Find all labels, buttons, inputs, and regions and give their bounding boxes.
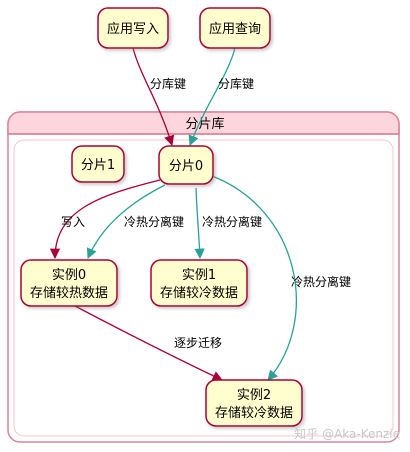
- edge-write-to-shard0: [132, 47, 175, 146]
- node-instance1: 实例1 存储较冷数据: [150, 259, 248, 307]
- svg-text:存储较冷数据: 存储较冷数据: [160, 286, 238, 301]
- svg-text:实例0: 实例0: [52, 268, 86, 283]
- svg-text:应用写入: 应用写入: [107, 21, 159, 37]
- node-app-query: 应用查询: [199, 7, 271, 49]
- svg-text:应用查询: 应用查询: [209, 21, 261, 37]
- edge-label-hot-cold-key-1: 冷热分离键: [202, 214, 262, 229]
- edges: 分库键 分库键 写入 冷热分离键 冷热分离键 冷热分离键 逐步迁移: [49, 47, 351, 381]
- edge-shard0-to-instance0-write: [49, 179, 161, 260]
- svg-text:实例2: 实例2: [237, 388, 271, 403]
- edge-label-gradual-migration: 逐步迁移: [174, 336, 222, 350]
- edge-shard0-to-instance2: [211, 175, 297, 381]
- node-instance2: 实例2 存储较冷数据: [205, 379, 303, 427]
- node-app-write: 应用写入: [97, 7, 169, 49]
- container-title: 分片库: [185, 116, 224, 132]
- edge-shard0-to-instance0-split: [86, 184, 166, 259]
- svg-text:分片1: 分片1: [81, 158, 115, 173]
- svg-text:存储较冷数据: 存储较冷数据: [215, 406, 293, 421]
- edge-label-hot-cold-key-0: 冷热分离键: [124, 214, 184, 229]
- edge-label-query-sharding-key: 分库键: [218, 76, 254, 91]
- svg-text:分片0: 分片0: [169, 159, 203, 174]
- edge-query-to-shard0: [188, 47, 236, 146]
- edge-label-hot-cold-key-2: 冷热分离键: [291, 274, 351, 289]
- node-instance0: 实例0 存储较热数据: [20, 259, 118, 307]
- watermark: 知乎 @Aka-Kenzie: [294, 427, 400, 441]
- edge-instance0-to-instance2: [74, 305, 223, 381]
- edge-shard0-to-instance1: [194, 187, 205, 260]
- edge-label-write-sharding-key: 分库键: [150, 76, 186, 91]
- svg-text:存储较热数据: 存储较热数据: [30, 286, 108, 301]
- node-shard1: 分片1: [71, 145, 125, 183]
- edge-label-write: 写入: [61, 215, 85, 229]
- svg-text:实例1: 实例1: [182, 268, 216, 283]
- node-shard0: 分片0: [158, 145, 214, 185]
